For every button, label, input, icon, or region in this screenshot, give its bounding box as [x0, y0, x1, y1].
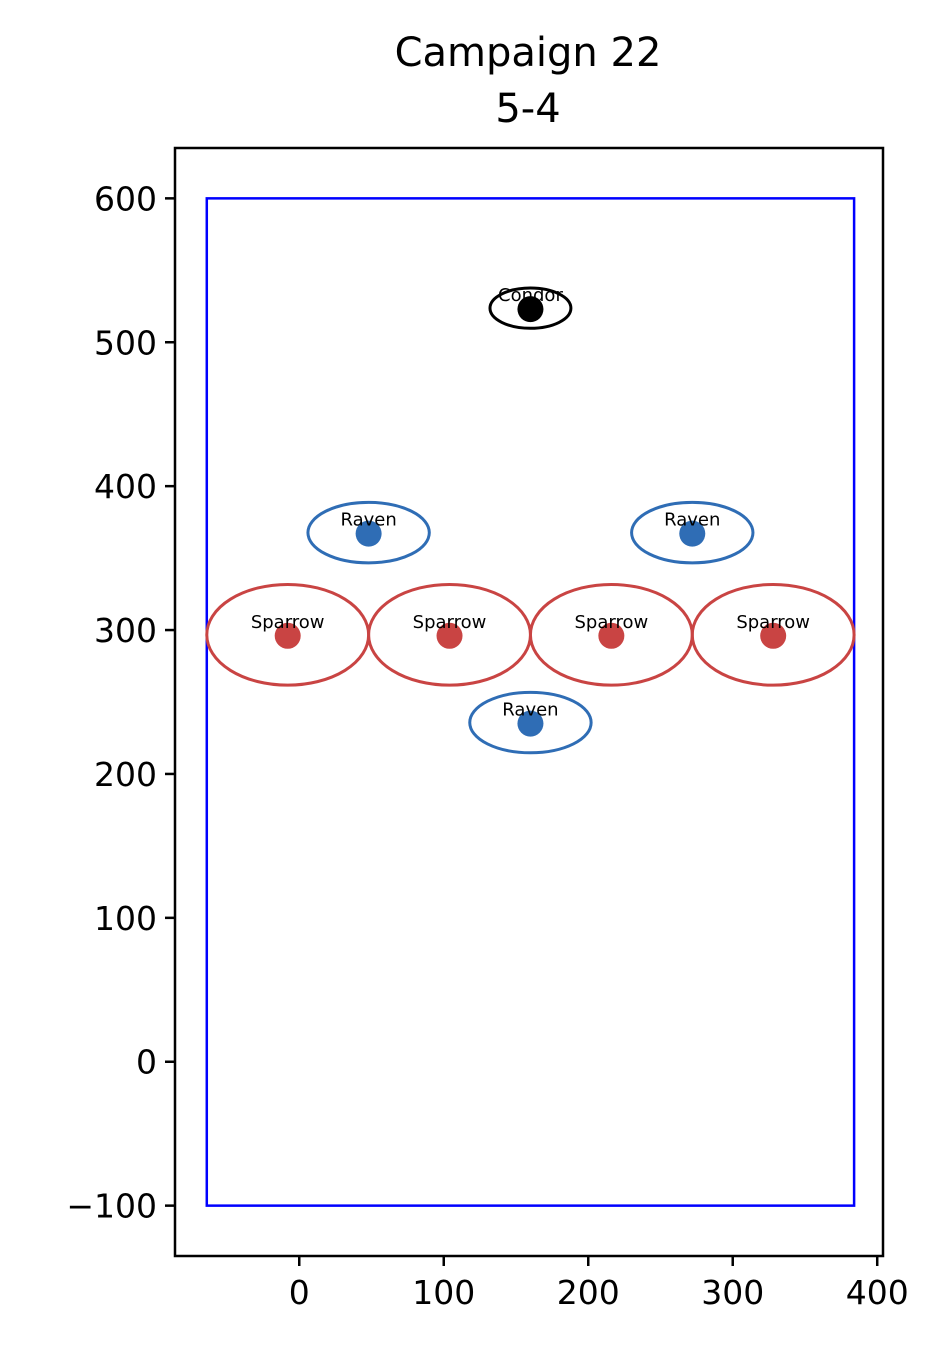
unit-label: Raven	[664, 510, 720, 531]
unit-range-ellipse	[690, 582, 856, 687]
x-tick-label: 300	[701, 1273, 764, 1312]
unit-marker-condor: Condor	[488, 285, 573, 330]
unit-marker-raven: Raven	[468, 690, 593, 755]
unit-label: Sparrow	[736, 612, 810, 633]
unit-point	[598, 622, 625, 649]
unit-label: Raven	[502, 700, 558, 721]
unit-point	[517, 296, 544, 323]
y-tick-label: 0	[136, 1043, 157, 1082]
unit-range-ellipse	[630, 500, 755, 565]
y-tick-label: 600	[94, 179, 157, 218]
y-tick-label: 100	[94, 899, 157, 938]
x-axis: 0 100 200 300 400	[289, 1256, 909, 1312]
unit-label: Raven	[340, 510, 396, 531]
x-tick-label: 0	[289, 1273, 310, 1312]
x-tick-label: 100	[412, 1273, 475, 1312]
unit-marker-raven: Raven	[630, 500, 755, 565]
unit-label: Sparrow	[574, 612, 648, 633]
unit-point	[760, 622, 787, 649]
unit-range-ellipse	[468, 690, 593, 755]
unit-marker-sparrow: Sparrow	[690, 582, 856, 687]
y-tick-label: 200	[94, 755, 157, 794]
unit-point	[517, 710, 544, 737]
y-tick-label: 500	[94, 323, 157, 362]
y-tick-label: 300	[94, 611, 157, 650]
unit-point	[679, 520, 706, 547]
unit-range-ellipse	[488, 286, 573, 330]
x-tick-label: 200	[557, 1273, 620, 1312]
unit-label: Sparrow	[251, 612, 325, 633]
y-tick-label: 400	[94, 467, 157, 506]
y-axis: 600 500 400 300 200 100 0 −100	[66, 179, 175, 1226]
chart-subtitle: 5-4	[495, 86, 560, 132]
x-tick-label: 400	[846, 1273, 909, 1312]
unit-marker-raven: Raven	[306, 500, 431, 565]
unit-label: Condor	[498, 285, 563, 306]
field-boundary	[205, 197, 856, 1207]
unit-point	[355, 520, 382, 547]
plot-area-frame	[173, 146, 885, 1258]
unit-point	[274, 622, 301, 649]
chart-title: Campaign 22	[395, 30, 662, 76]
unit-point	[436, 622, 463, 649]
field-layer	[205, 197, 856, 1207]
unit-range-ellipse	[306, 500, 431, 565]
unit-label: Sparrow	[413, 612, 487, 633]
y-tick-label: −100	[66, 1187, 157, 1226]
